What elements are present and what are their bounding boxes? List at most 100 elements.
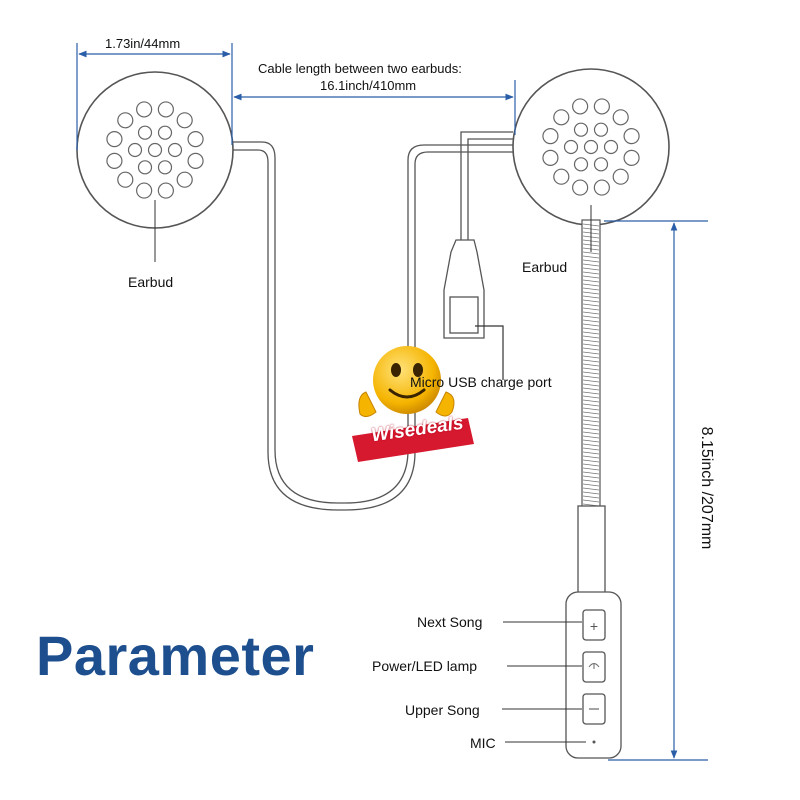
boom-rib	[582, 435, 600, 439]
boom-rib	[582, 391, 600, 395]
boom-rib	[582, 499, 600, 503]
next-song-label: Next Song	[417, 614, 483, 630]
earbud-left	[76, 71, 234, 229]
boom-rib	[582, 303, 600, 307]
cable-length-label-line2: 16.1inch/410mm	[320, 78, 417, 93]
speaker-hole	[167, 142, 183, 158]
boom-rib	[582, 403, 600, 407]
boom-rib	[582, 467, 600, 471]
boom-rib	[582, 491, 600, 495]
boom-rib	[582, 255, 600, 259]
earbud-right	[512, 68, 670, 226]
boom-rib	[582, 279, 600, 283]
boom-rib	[582, 319, 600, 323]
boom-rib	[582, 307, 600, 311]
speaker-hole	[593, 122, 609, 137]
boom-rib	[582, 299, 600, 303]
boom-rib	[582, 271, 600, 275]
boom-rib	[582, 367, 600, 371]
speaker-hole	[593, 157, 609, 172]
boom-rib	[582, 415, 600, 419]
earbud-width-dimension	[76, 43, 233, 150]
boom-rib	[582, 459, 600, 463]
earbud-left-holes	[106, 101, 204, 199]
boom-rib	[582, 371, 600, 375]
boom-rib	[582, 387, 600, 391]
boom-rib	[582, 267, 600, 271]
speaker-hole	[106, 152, 123, 169]
watermark-logo	[352, 346, 474, 462]
speaker-hole	[147, 142, 163, 158]
boom-rib	[582, 475, 600, 479]
speaker-hole	[136, 182, 153, 199]
page-title: Parameter	[36, 624, 315, 687]
boom-rib	[582, 487, 600, 491]
speaker-hole	[612, 109, 629, 126]
speaker-hole	[553, 168, 570, 185]
speaker-hole	[612, 168, 629, 185]
speaker-hole	[573, 122, 589, 137]
earbud-callouts	[154, 200, 592, 262]
boom-rib	[582, 339, 600, 343]
speaker-hole	[176, 171, 193, 188]
connecting-cable	[233, 141, 513, 511]
speaker-hole	[157, 160, 173, 175]
boom-rib	[582, 311, 600, 315]
earbud-left-label: Earbud	[128, 274, 174, 290]
speaker-hole	[583, 139, 599, 155]
boom-rib	[582, 419, 600, 423]
speaker-hole	[117, 171, 134, 188]
boom-length-label: 8.15inch /207mm	[698, 426, 715, 550]
upper-song-label: Upper Song	[405, 702, 480, 718]
boom-rib	[582, 427, 600, 431]
boom-rib	[582, 379, 600, 383]
speaker-hole	[117, 112, 134, 129]
speaker-hole	[137, 125, 153, 140]
speaker-hole	[593, 179, 610, 196]
speaker-hole	[542, 149, 559, 166]
boom-rib	[582, 463, 600, 467]
boom-rib	[582, 495, 600, 499]
boom-rib	[582, 251, 600, 255]
boom-rib	[582, 351, 600, 355]
boom-rib	[582, 287, 600, 291]
boom-rib	[582, 359, 600, 363]
boom-rib	[582, 431, 600, 435]
boom-rib	[582, 455, 600, 459]
boom-rib	[582, 275, 600, 279]
speaker-hole	[553, 109, 570, 126]
boom-rib	[582, 451, 600, 455]
boom-rib	[582, 439, 600, 443]
earbud-right-label: Earbud	[522, 259, 568, 275]
boom-rib	[582, 323, 600, 327]
boom-rib	[582, 347, 600, 351]
boom-rib	[582, 335, 600, 339]
boom-rib	[582, 471, 600, 475]
usb-port-label: Micro USB charge port	[410, 374, 552, 390]
remote-control: +	[565, 505, 622, 759]
speaker-hole	[187, 131, 204, 148]
boom-rib	[582, 383, 600, 387]
speaker-hole	[593, 98, 610, 115]
cable-length-dimension	[233, 80, 516, 135]
speaker-hole	[127, 142, 143, 158]
speaker-hole	[623, 128, 640, 145]
speaker-hole	[176, 112, 193, 129]
boom-rib	[582, 259, 600, 263]
speaker-hole	[157, 101, 174, 118]
cable-length-label-line1: Cable length between two earbuds:	[258, 61, 462, 76]
boom-rib	[582, 407, 600, 411]
boom-length-dimension	[604, 220, 708, 761]
boom-rib	[582, 355, 600, 359]
boom-rib	[582, 443, 600, 447]
control-callouts	[502, 621, 586, 743]
speaker-hole	[137, 160, 153, 175]
power-led-label: Power/LED lamp	[372, 658, 478, 674]
speaker-hole	[572, 179, 589, 196]
boom-rib	[582, 395, 600, 399]
speaker-hole	[157, 182, 174, 199]
boom-rib	[582, 483, 600, 487]
speaker-hole	[542, 128, 559, 145]
boom-rib	[582, 291, 600, 295]
